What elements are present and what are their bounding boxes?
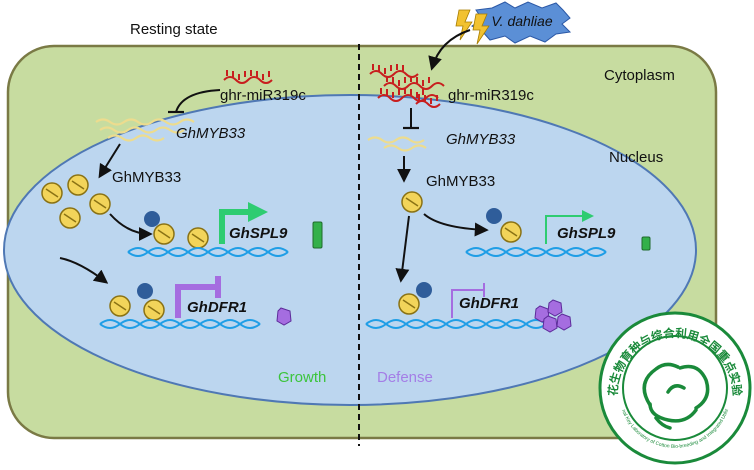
mrna-left-icon [95,118,195,142]
protein-marks-left [45,180,107,223]
binding-dfr1-left-arrow [59,257,109,284]
dfr1-repression-left [175,276,221,318]
spl9-protein-right-icon [641,236,651,251]
dfr1-products-right-icon [534,299,572,333]
spl9-protein-left-icon [312,221,323,249]
protein-right-label: GhMYB33 [426,173,495,190]
spl9-right-label: GhSPL9 [557,225,616,242]
target-gene-left-label: GhMYB33 [176,125,246,142]
dna-spl9-left [127,247,289,257]
nucleus-label: Nucleus [609,149,663,166]
defense-label: Defense [377,369,433,386]
growth-label: Growth [278,369,326,386]
spl9-activation-arrow-right [545,210,594,244]
dfr1-left-label: GhDFR1 [187,299,247,316]
resting-state-title: Resting state [130,21,218,38]
spl9-activation-arrow-left [219,202,268,244]
cytoplasm-label: Cytoplasm [604,67,675,84]
dfr1-product-left-icon [276,307,292,326]
translation-left-arrow [98,143,121,179]
binding-spl9-left-arrow [109,213,153,241]
dfr1-right-label: GhDFR1 [459,295,519,312]
lightning-bolt-icon [455,9,490,45]
mrna-right-icon [367,136,427,152]
cofactor-dfr1-right [416,282,432,298]
mirna-right-icon [369,64,445,108]
pathogen-label: V. dahliae [491,13,552,29]
dna-dfr1-right [365,319,547,329]
pathogen-burst: V. dahliae [471,1,572,44]
mirna-left-icon [223,70,273,84]
cofactor-dfr1-left [137,283,153,299]
dna-spl9-right [465,247,607,257]
pathogen-induction-arrow [428,29,471,71]
nucleus [3,94,697,406]
dfr1-repression-right [451,283,485,318]
mirna-left-inhibition [175,89,221,113]
protein-left-label: GhMYB33 [112,169,181,186]
spl9-left-label: GhSPL9 [229,225,288,242]
dna-dfr1-left [99,319,261,329]
cofactor-spl9-right [486,208,502,224]
cofactor-spl9-left [144,211,160,227]
binding-dfr1-right-arrow [395,215,410,283]
cotton-boll-icon [642,362,710,430]
mirna-right-label: ghr-miR319c [448,87,534,104]
mirna-left-label: ghr-miR319c [220,87,306,104]
binding-spl9-right-arrow [423,213,489,237]
target-gene-right-label: GhMYB33 [446,131,516,148]
